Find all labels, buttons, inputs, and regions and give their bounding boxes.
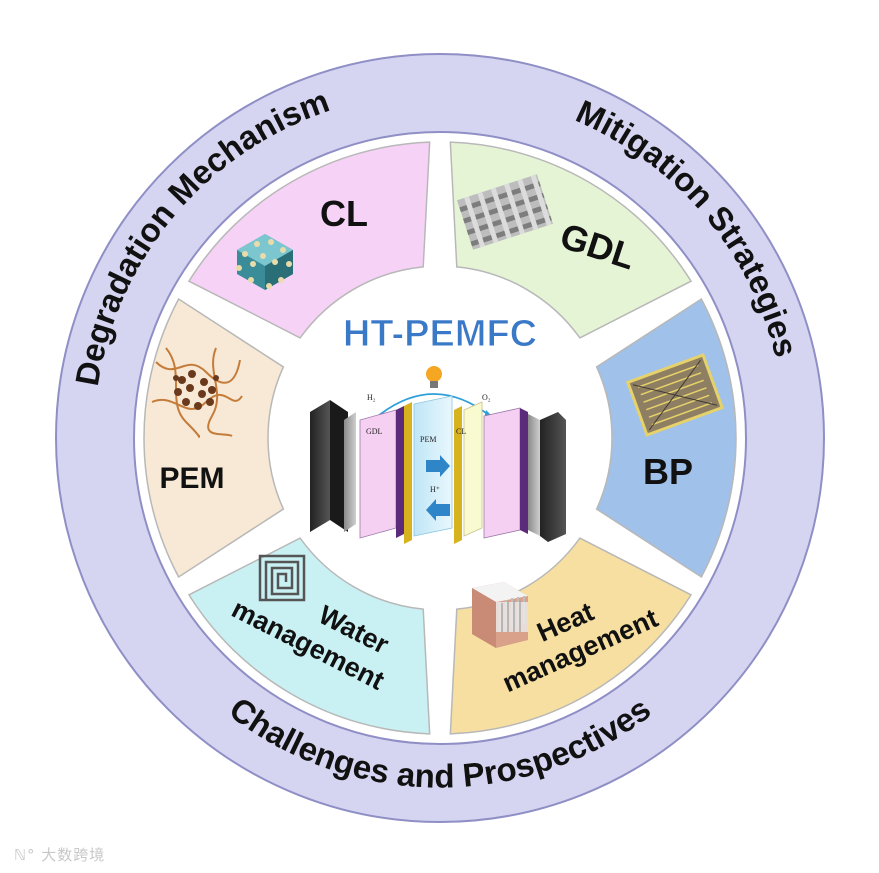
segment-label-bp: BP [643,451,693,492]
cathode-end-plate [540,412,566,542]
segment-label-pem: PEM [159,462,224,495]
catalyst-cluster-icon [236,234,293,290]
watermark-logo-icon: ℕ° [14,846,36,864]
segment-heat-management [449,537,693,735]
woven-mesh-icon [457,174,553,250]
cl-cell-label: CL [456,427,466,436]
light-bulb-icon [426,366,442,388]
anode-cl [404,402,412,544]
proton-arrow-right-icon [426,455,450,477]
fuel-cell-illustration: H₂ O₂ e⁻ GDL PEM H⁺ CL [310,366,566,544]
center-title: HT-PEMFC [343,313,537,355]
anode-end-plate [310,400,330,532]
proton-arrow-left-icon [426,499,450,521]
cathode-cl [454,406,462,544]
pem-cell-label: PEM [420,435,436,444]
segment-water-management [187,537,431,735]
segment-label-cl: CL [320,193,368,234]
heat-sink-icon [472,582,528,648]
h2-label: H₂ [367,393,376,402]
cathode-gdl [483,407,521,539]
segment-cl [187,141,431,339]
anode-bipolar-plate [344,412,356,532]
gdl-cell-label: GDL [366,427,383,436]
watermark-text: 大数跨境 [41,846,106,864]
o2-label: O₂ [482,393,491,402]
watermark: ℕ° 大数跨境 [14,844,105,865]
proton-label: H⁺ [430,485,440,494]
flow-field-plate-icon [625,353,725,437]
cathode-bipolar-plate [528,414,540,536]
serpentine-channel-icon [258,554,306,602]
polymer-network-icon [151,347,243,438]
